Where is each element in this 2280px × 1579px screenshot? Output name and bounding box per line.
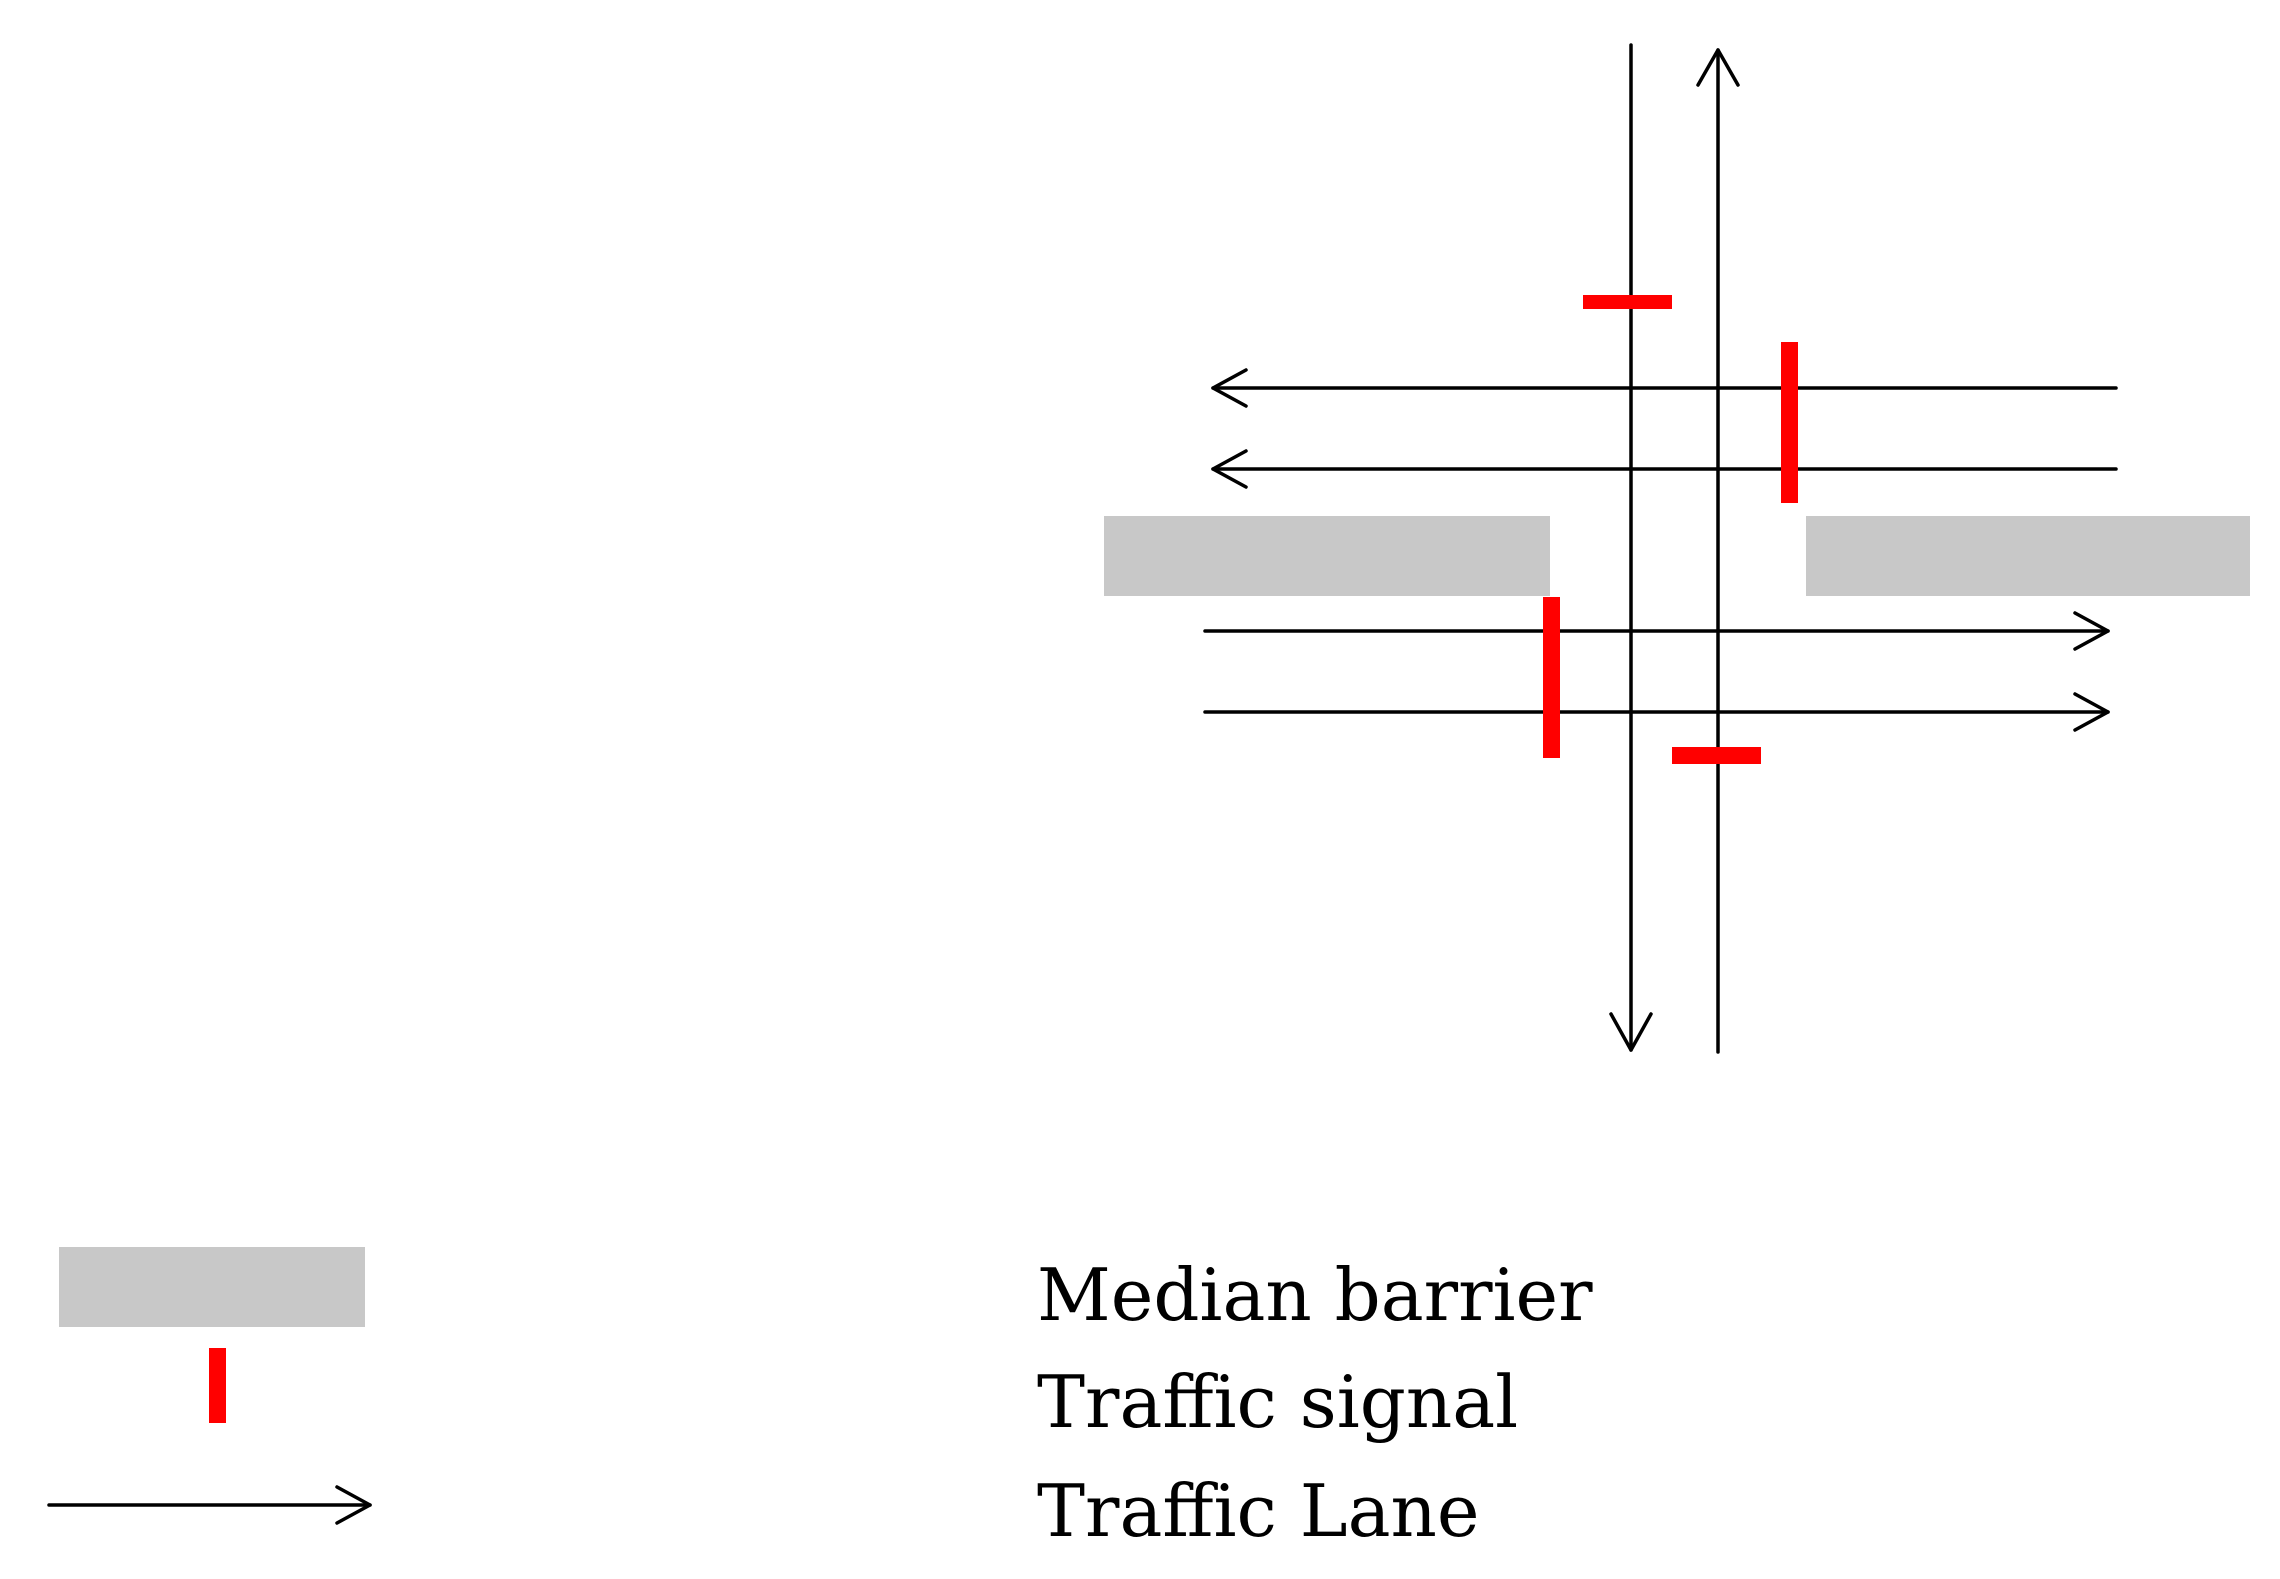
traffic-signal-east [1781, 342, 1798, 503]
arrow-right-icon [2073, 692, 2110, 732]
lane-eastbound-1 [1203, 611, 2110, 651]
legend-traffic-lane-swatch [47, 1485, 372, 1525]
arrow-right-icon [335, 1485, 372, 1525]
arrow-left-icon [1211, 449, 1248, 489]
traffic-signal-west [1543, 597, 1560, 758]
legend: Median barrier Traffic signal Traffic La… [47, 1247, 1593, 1553]
lane-westbound-1 [1211, 368, 2118, 408]
legend-traffic-signal-swatch [209, 1348, 226, 1423]
legend-traffic-signal-label: Traffic signal [1037, 1360, 1518, 1444]
lane-eastbound-2 [1203, 692, 2110, 732]
median-barrier-left [1104, 516, 1550, 596]
median-barrier-right [1806, 516, 2250, 596]
traffic-signal-north [1583, 295, 1672, 309]
arrow-right-icon [2073, 611, 2110, 651]
legend-median-barrier-swatch [59, 1247, 365, 1327]
lane-northbound [1696, 48, 1740, 1054]
legend-median-barrier-label: Median barrier [1037, 1253, 1593, 1337]
arrow-left-icon [1211, 368, 1248, 408]
legend-traffic-lane-label: Traffic Lane [1037, 1469, 1479, 1553]
arrow-up-icon [1696, 48, 1740, 87]
lane-westbound-2 [1211, 449, 2118, 489]
arrow-down-icon [1609, 1012, 1653, 1052]
lane-southbound [1609, 43, 1653, 1052]
traffic-signal-south [1672, 747, 1761, 764]
